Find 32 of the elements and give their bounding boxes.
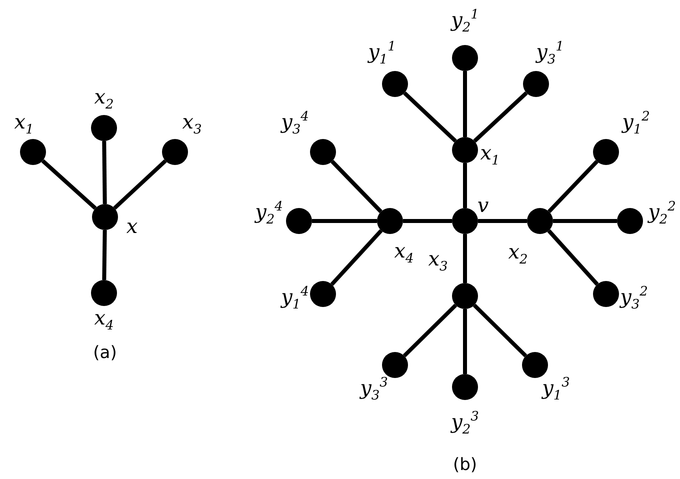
edge-line (463, 163, 467, 208)
edge-line (330, 160, 382, 214)
vertex-label: x$_{3}$ (428, 248, 448, 276)
panel-caption: (a) (93, 343, 117, 363)
edge-line (312, 219, 377, 223)
edge-line (463, 309, 467, 374)
edge-line (472, 304, 528, 358)
vertex-label: x (126, 216, 138, 236)
edge-line (330, 229, 383, 286)
edge-line (102, 140, 107, 204)
edge-line (102, 230, 107, 280)
vertex-label: x$_{1}$ (480, 142, 500, 170)
edge-line (478, 219, 527, 223)
panel-caption: (b) (452, 455, 478, 475)
edge-line (402, 304, 458, 358)
edge-line (113, 159, 167, 210)
edge-line (41, 159, 97, 210)
edge-line (463, 234, 467, 283)
edge-line (473, 91, 528, 143)
edge-line (403, 219, 452, 223)
vertex-label: x$_{4}$ (94, 308, 114, 336)
vertex-label: v (477, 195, 489, 215)
edge-line (547, 229, 599, 286)
edge-line (553, 219, 617, 223)
edge-line (463, 71, 467, 137)
vertex-label: x$_{2}$ (94, 86, 114, 114)
vertex-label: x$_{3}$ (182, 112, 202, 140)
vertex-label: x$_{4}$ (394, 240, 414, 268)
edge-line (548, 160, 598, 213)
vertex-label: x$_{1}$ (14, 112, 34, 140)
edge-line (403, 91, 457, 143)
vertex-label: x$_{2}$ (508, 242, 528, 270)
